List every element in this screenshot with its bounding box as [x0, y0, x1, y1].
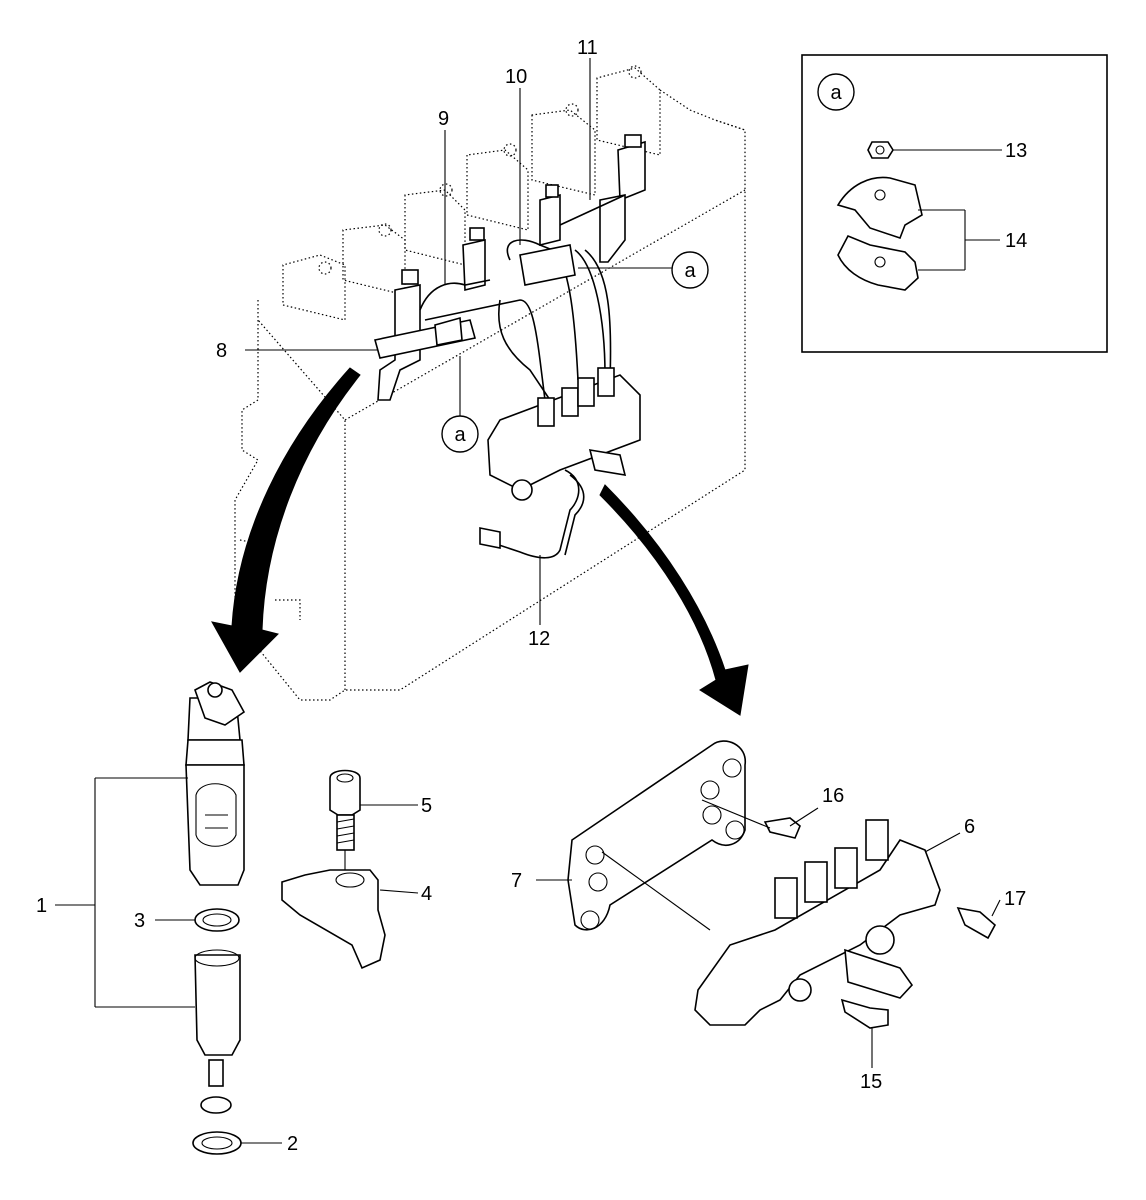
bolt-16 — [763, 817, 801, 839]
callout-7: 7 — [511, 870, 522, 892]
engine-manifold — [479, 367, 641, 549]
callout-6: 6 — [964, 816, 975, 838]
svg-text:a: a — [454, 424, 466, 446]
right-flow-arrow — [599, 484, 749, 716]
left-flow-arrow — [211, 367, 361, 673]
detail-marker-engine-right: a — [671, 251, 709, 289]
callout-13: 13 — [1005, 140, 1027, 162]
callout-16: 16 — [822, 785, 844, 807]
callout-9: 9 — [438, 108, 449, 130]
fuel-pipes — [419, 194, 626, 559]
injector-exploded — [185, 681, 246, 1155]
callout-8: 8 — [216, 340, 227, 362]
detail-marker-circle-box — [817, 73, 855, 111]
callout-15: 15 — [860, 1071, 882, 1093]
clamp-halves — [836, 176, 923, 291]
detail-box — [801, 54, 1108, 353]
detail-marker-engine-left: a — [441, 415, 479, 453]
callout-17: 17 — [1004, 888, 1026, 910]
leader-lines — [55, 58, 1002, 1144]
bolt-15 — [840, 998, 889, 1029]
clamp-nut — [867, 141, 894, 159]
bolt-5 — [329, 769, 361, 870]
callout-4: 4 — [421, 883, 432, 905]
callout-5: 5 — [421, 795, 432, 817]
manifold-6 — [694, 819, 941, 1026]
callout-labels: 1 2 3 4 5 6 7 8 9 10 11 12 13 14 15 16 1… — [36, 37, 1027, 1155]
manifold-plate-7 — [567, 740, 746, 931]
callout-10: 10 — [505, 66, 527, 88]
callout-12: 12 — [528, 628, 550, 650]
callout-3: 3 — [134, 910, 145, 932]
engine-block — [234, 65, 746, 701]
sensor-17 — [956, 906, 997, 940]
callout-14: 14 — [1005, 230, 1027, 252]
callout-2: 2 — [287, 1133, 298, 1155]
callout-1: 1 — [36, 895, 47, 917]
callout-11: 11 — [577, 37, 598, 59]
bracket-4 — [281, 869, 386, 970]
detail-marker-box: a — [830, 82, 842, 104]
svg-text:a: a — [684, 260, 696, 282]
engine-clamps — [374, 244, 576, 359]
